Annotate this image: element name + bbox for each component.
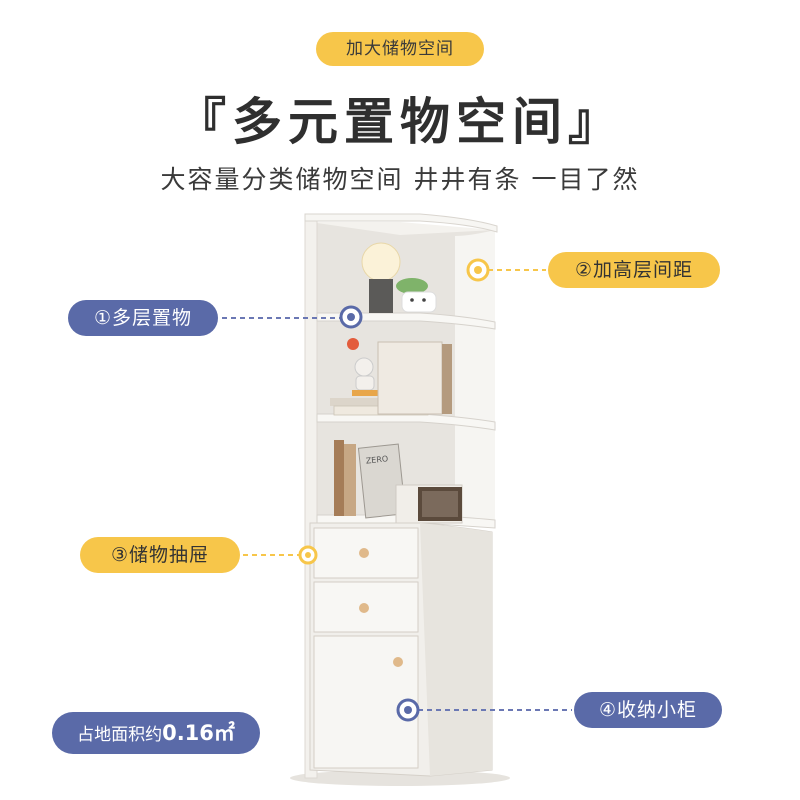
figurine-item: [347, 338, 378, 396]
callout-2-label: ②加高层间距: [548, 252, 720, 288]
callout-4-label: ④收纳小柜: [574, 692, 722, 728]
footprint-badge: 占地面积约0.16㎡: [52, 712, 260, 754]
books-shelf-3: ZERO: [334, 440, 407, 519]
shelf-board-2: [316, 413, 496, 431]
plant-item: [396, 278, 437, 313]
top-board: [304, 213, 498, 233]
lamp-item: [361, 242, 401, 313]
page-subtitle: 大容量分类储物空间 井井有条 一目了然: [160, 165, 640, 194]
drawer-1-knob: [359, 548, 369, 558]
page-title: 『多元置物空间』: [176, 93, 624, 151]
footprint-value: 0.16㎡: [162, 721, 235, 745]
top-badge: 加大储物空间: [316, 32, 484, 66]
callout-3-label: ③储物抽屉: [80, 537, 240, 573]
speaker-item: [395, 484, 463, 524]
svg-text:ZERO: ZERO: [365, 454, 388, 465]
callout-1-label: ①多层置物: [68, 300, 218, 336]
door-knob: [393, 657, 403, 667]
footprint-label: 占地面积约: [77, 725, 163, 745]
books-shelf-2: [330, 341, 452, 416]
drawer-2-knob: [359, 603, 369, 613]
